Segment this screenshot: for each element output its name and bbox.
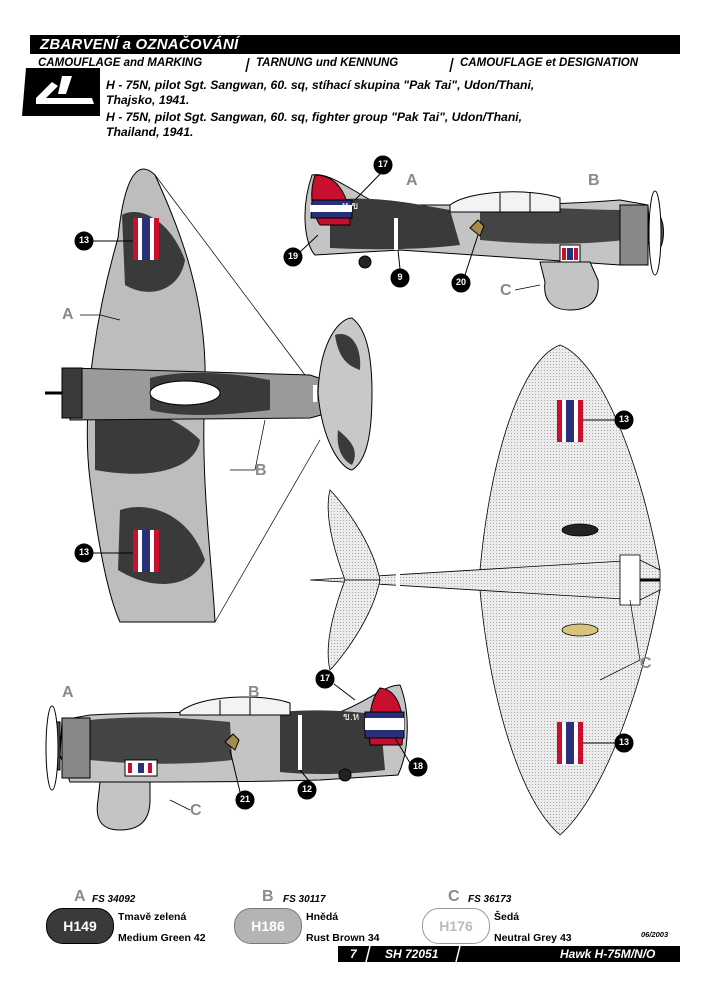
callout-17-right: 17 xyxy=(377,159,388,169)
area-letter-a-right: A xyxy=(406,172,418,189)
description-english-line2: Thailand, 1941. xyxy=(106,125,194,139)
area-letter-c-left: C xyxy=(190,802,202,819)
description-english-line1: H - 75N, pilot Sgt. Sangwan, 60. sq, fig… xyxy=(106,110,523,124)
print-date: 06/2003 xyxy=(641,930,669,939)
publisher-logo xyxy=(22,68,100,116)
top-view xyxy=(45,168,373,623)
callout-13-bottom-lower: 13 xyxy=(618,737,629,747)
legend-name-en-a: Medium Green 42 xyxy=(118,932,206,944)
legend-name-cz-a: Tmavě zelená xyxy=(118,911,187,923)
legend-swatch-h149: H149 xyxy=(46,908,114,944)
title-bar xyxy=(30,35,680,54)
callout-12: 12 xyxy=(301,784,312,794)
legend-letter-a: A xyxy=(74,888,86,905)
side-code-left: ข.ห xyxy=(343,712,359,723)
callout-20: 20 xyxy=(455,277,466,287)
callout-18: 18 xyxy=(412,761,423,771)
area-letter-a-top: A xyxy=(62,306,74,323)
callout-19: 19 xyxy=(287,251,298,261)
side-view-left: ข.ห xyxy=(45,684,408,831)
legend-letter-b: B xyxy=(262,888,274,905)
area-letter-a-left: A xyxy=(62,684,74,701)
legend-letter-c: C xyxy=(448,888,460,905)
callout-13-bottom-upper: 13 xyxy=(618,414,629,424)
bottom-view xyxy=(309,344,661,836)
subtitle-dividers xyxy=(245,57,454,73)
side-view-right: ห.ข xyxy=(304,174,664,311)
area-letter-c-right: C xyxy=(500,282,512,299)
callout-21: 21 xyxy=(239,794,250,804)
area-letter-b-top: B xyxy=(255,462,267,479)
legend-fs-c: FS 36173 xyxy=(468,894,512,905)
callout-bubbles xyxy=(74,155,634,810)
guide-lines xyxy=(80,174,641,811)
callout-13-top-upper: 13 xyxy=(78,235,89,245)
area-letter-c-bottom: C xyxy=(640,655,652,672)
description-czech-line1: H - 75N, pilot Sgt. Sangwan, 60. sq, stí… xyxy=(106,78,535,92)
callout-17-left: 17 xyxy=(319,673,330,683)
area-letter-b-left: B xyxy=(248,684,260,701)
subtitle-english: CAMOUFLAGE and MARKING xyxy=(38,57,203,69)
legend-swatch-h176: H176 xyxy=(422,908,490,944)
legend-swatch-h186: H186 xyxy=(234,908,302,944)
subtitle-french: CAMOUFLAGE et DESIGNATION xyxy=(460,57,639,69)
footer-dividers xyxy=(365,946,461,962)
callout-13-top-lower: 13 xyxy=(78,547,89,557)
legend-name-en-b: Rust Brown 34 xyxy=(306,932,380,944)
side-code-right: ห.ข xyxy=(342,201,358,212)
legend-name-cz-c: Šedá xyxy=(494,911,520,923)
subtitle-german: TARNUNG und KENNUNG xyxy=(256,57,399,69)
legend-name-en-c: Neutral Grey 43 xyxy=(494,932,572,944)
page-title: ZBARVENÍ a OZNAČOVÁNÍ xyxy=(40,36,239,53)
footer-bar xyxy=(338,946,680,962)
legend-fs-b: FS 30117 xyxy=(283,894,326,905)
legend-fs-a: FS 34092 xyxy=(92,894,136,905)
callout-9: 9 xyxy=(397,272,403,282)
footer-model-name: Hawk H-75M/N/O xyxy=(560,947,656,961)
footer-page-number: 7 xyxy=(350,947,357,961)
legend-name-cz-b: Hnědá xyxy=(306,911,339,923)
area-letter-b-right: B xyxy=(588,172,600,189)
footer-kit-code: SH 72051 xyxy=(385,947,439,961)
description-czech-line2: Thajsko, 1941. xyxy=(106,93,190,107)
